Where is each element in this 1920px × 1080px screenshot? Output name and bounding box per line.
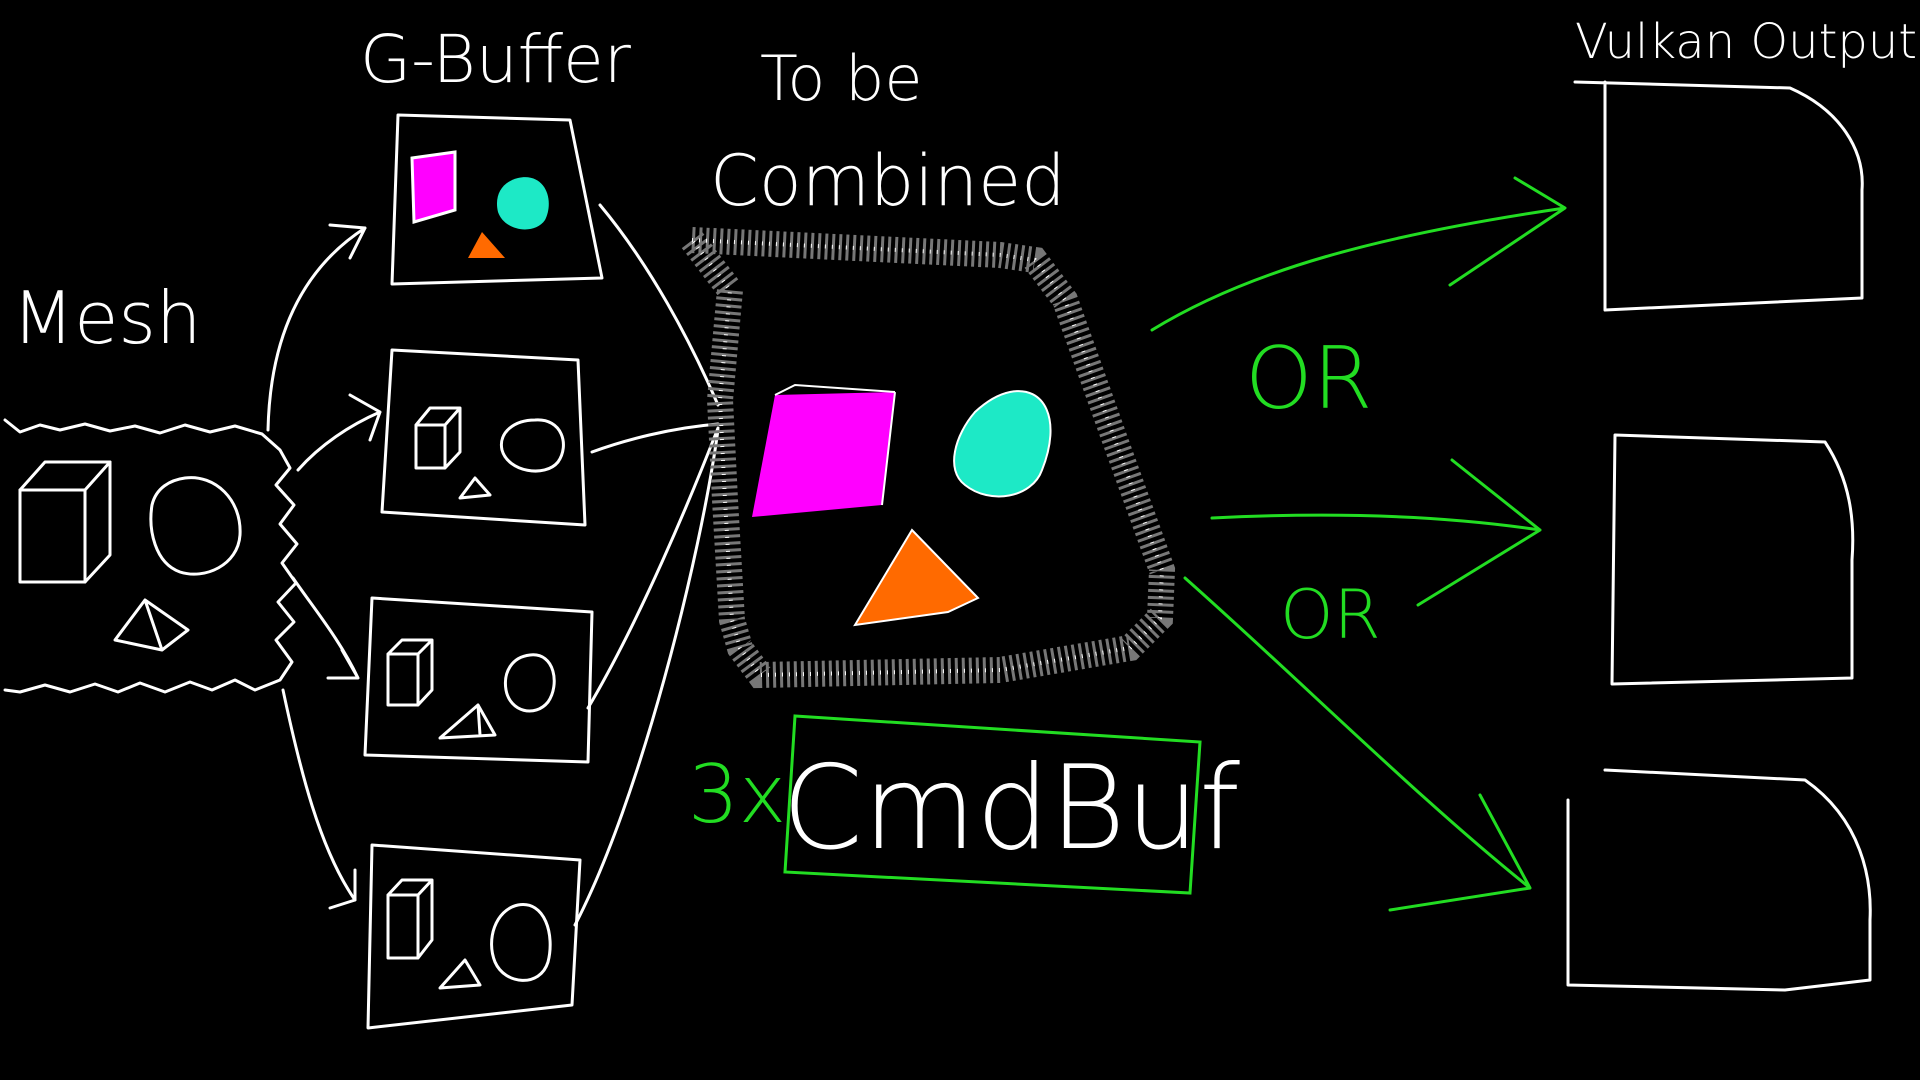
gbuffer-4-pyramid-icon xyxy=(438,958,482,990)
gbuffer-3-cube-icon xyxy=(386,638,434,707)
gbuffer-panel-4 xyxy=(366,843,582,1030)
or-label-1: OR xyxy=(1245,329,1372,429)
gbuffer-1-shapes xyxy=(410,150,549,258)
gbuffer-2-pyramid-icon xyxy=(458,476,492,500)
gbuffer-1-sphere-icon xyxy=(496,177,549,230)
or-label-2: OR xyxy=(1280,576,1381,655)
vulkan-outputs xyxy=(1566,80,1872,992)
gbuffer-1-cube-icon xyxy=(410,150,457,224)
gbuffer-2-cube-icon xyxy=(414,406,462,470)
mesh-pyramid-icon xyxy=(113,598,190,652)
gbuffer-panel-3 xyxy=(363,596,594,764)
arrow-to-output-3 xyxy=(1183,576,1532,912)
arrows-mesh-to-gbuffer xyxy=(266,223,382,910)
vulkan-output-panel-3 xyxy=(1566,768,1872,992)
mesh-cube-icon xyxy=(18,460,112,584)
arrow-to-gbuffer-4 xyxy=(281,688,357,910)
gbuffer-3-sphere-icon xyxy=(503,653,556,713)
combined-sphere-icon xyxy=(953,390,1052,498)
to-be-label: To be xyxy=(760,42,922,115)
gbuffer-label: G-Buffer xyxy=(360,21,632,98)
arrow-to-gbuffer-3 xyxy=(291,576,360,680)
arrow-to-gbuffer-2 xyxy=(296,393,382,472)
gbuffer-panel-1 xyxy=(390,113,604,286)
cmd-buf-box xyxy=(783,714,1202,895)
cmd-buf-multiplier: 3x xyxy=(688,748,786,841)
arrow-to-output-1 xyxy=(1150,176,1567,332)
mesh-sphere-icon xyxy=(149,476,242,576)
arrow-to-output-2 xyxy=(1210,458,1542,607)
arrows-gbuffer-to-combined xyxy=(573,203,720,927)
mesh-label: Mesh xyxy=(12,276,202,360)
combined-cube-icon xyxy=(752,392,895,517)
gbuffer-panel-2 xyxy=(380,348,587,527)
gbuffer-1-pyramid-icon xyxy=(468,232,505,258)
arrows-to-outputs xyxy=(1150,176,1567,912)
combined-pyramid-icon xyxy=(853,528,980,627)
mesh-jagged-outline xyxy=(3,418,299,694)
gbuffer-3-pyramid-icon xyxy=(438,703,497,740)
vulkan-output-panel-1 xyxy=(1573,80,1864,312)
gbuffer-4-sphere-icon xyxy=(490,903,552,982)
mesh-blob xyxy=(3,418,299,694)
combined-label: Combined xyxy=(710,140,1066,222)
arrow-to-gbuffer-1 xyxy=(266,223,367,432)
gbuffer-4-cube-icon xyxy=(386,878,434,960)
vulkan-outputs-label: Vulkan Outputs xyxy=(1575,14,1920,70)
gbuffer-2-sphere-icon xyxy=(499,418,565,473)
combined-box xyxy=(664,225,1176,689)
cmd-buf-label: CmdBuf xyxy=(782,741,1240,876)
vulkan-output-panel-2 xyxy=(1610,433,1855,686)
